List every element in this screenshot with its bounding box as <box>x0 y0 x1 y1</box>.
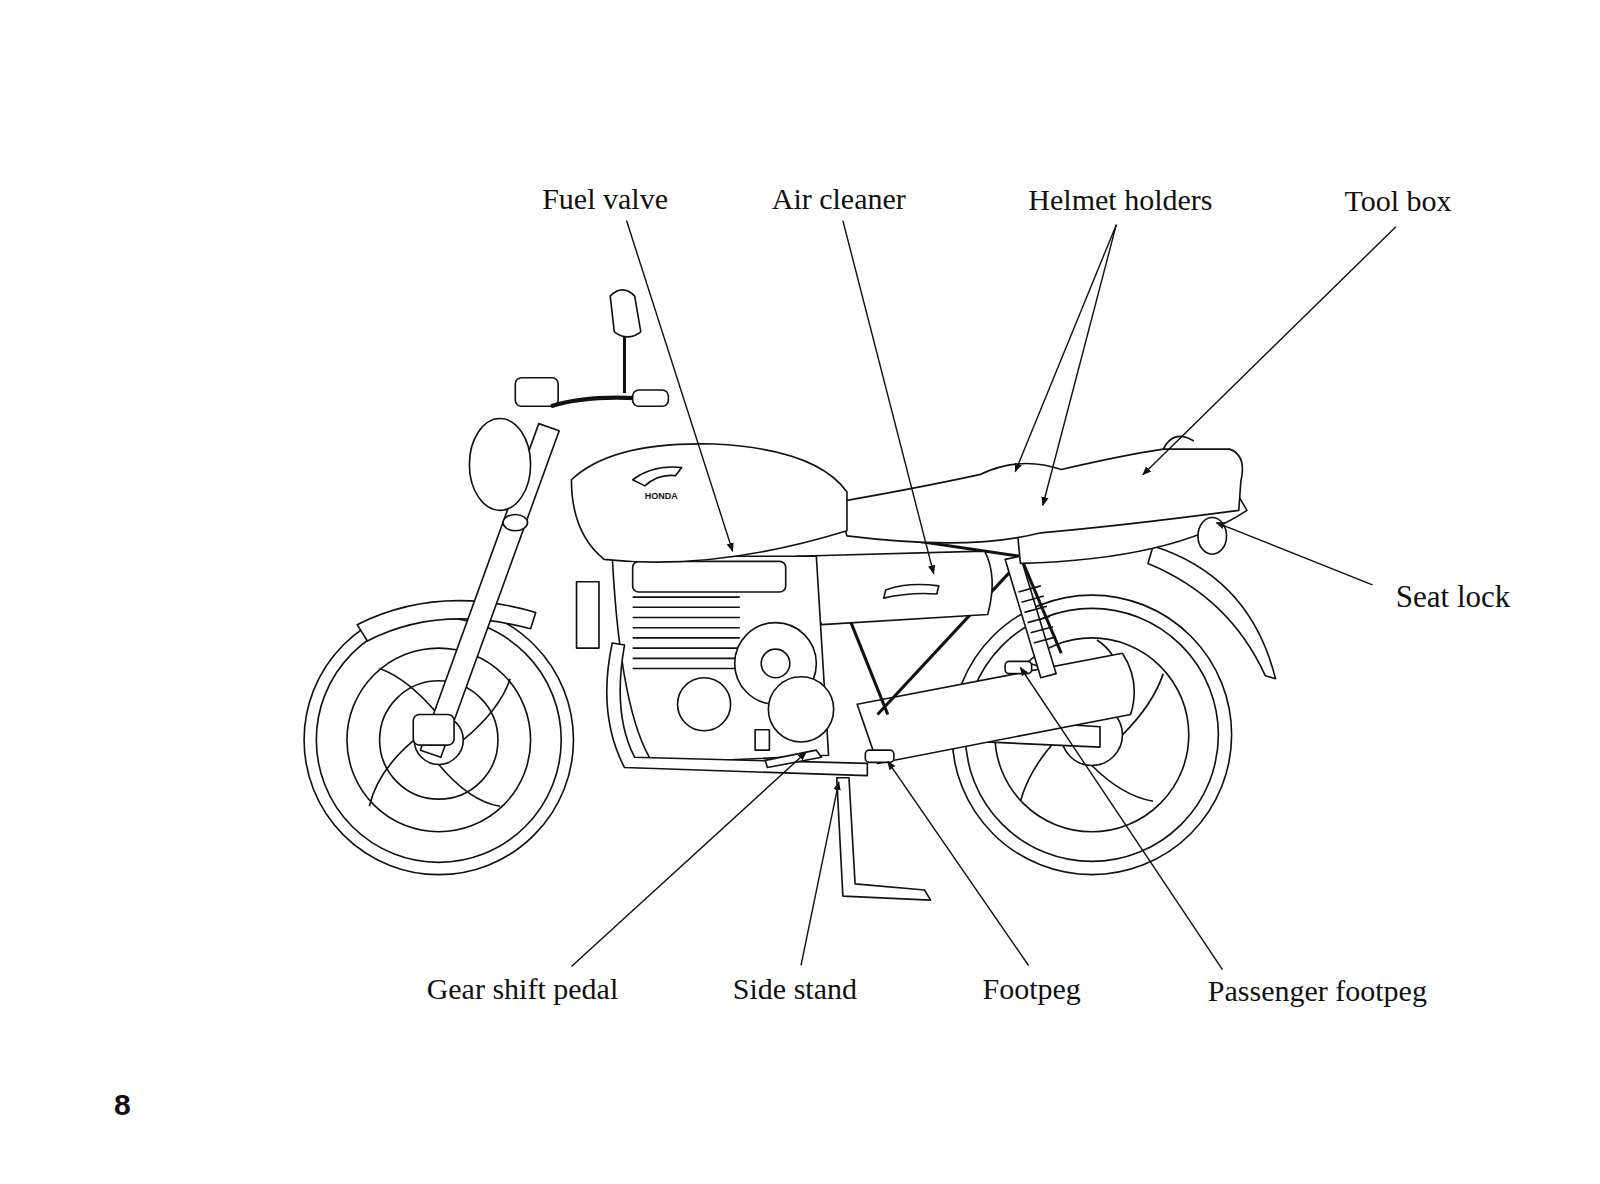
part-label: Air cleaner <box>772 184 906 214</box>
grip <box>633 390 669 406</box>
part-label: Passenger footpeg <box>1208 976 1427 1006</box>
part-label: Footpeg <box>982 974 1080 1004</box>
leader-line <box>1216 523 1372 585</box>
bike <box>304 290 1275 900</box>
leader-line <box>843 221 934 574</box>
leader-lines <box>571 221 1395 970</box>
part-label: Fuel valve <box>542 184 668 214</box>
side-cover-logo <box>884 585 939 599</box>
leader-line <box>1043 225 1116 506</box>
page-number: 8 <box>114 1090 131 1120</box>
part-label: Side stand <box>733 974 857 1004</box>
front-wheel <box>304 605 573 874</box>
wing-logo <box>633 467 682 486</box>
leader-line <box>801 782 839 966</box>
front-turn-signal <box>503 514 527 530</box>
side-stand-shape <box>837 778 931 900</box>
oil-cooler <box>577 582 599 648</box>
gauges <box>515 378 558 407</box>
leader-line <box>1020 668 1222 970</box>
exhaust-header <box>607 643 868 776</box>
muffler <box>857 653 1134 763</box>
fuel-tank <box>571 444 847 562</box>
part-label: Tool box <box>1344 186 1451 216</box>
leader-line <box>627 221 733 552</box>
footpeg-shape <box>865 750 894 762</box>
shift-pedal-shape <box>765 750 821 767</box>
part-label: Gear shift pedal <box>427 974 619 1004</box>
passenger-footpeg-shape <box>1005 661 1032 673</box>
leader-line <box>1143 227 1396 475</box>
headlight <box>469 419 530 511</box>
logo-text: HONDA <box>645 491 678 500</box>
seat <box>837 449 1243 543</box>
brake-caliper <box>413 714 454 745</box>
grab-rail <box>1163 436 1194 449</box>
engine <box>612 556 833 763</box>
part-label: Seat lock <box>1396 580 1511 611</box>
rear-shock <box>1005 556 1056 677</box>
mirror-stem <box>623 337 626 393</box>
front-fender <box>357 601 536 641</box>
side-cover <box>796 551 992 624</box>
mirror <box>610 290 641 337</box>
leader-line <box>1015 225 1116 472</box>
leader-line <box>888 761 1029 965</box>
turn-signal <box>1198 518 1227 555</box>
leader-line <box>571 752 806 966</box>
part-label: Helmet holders <box>1028 185 1212 215</box>
